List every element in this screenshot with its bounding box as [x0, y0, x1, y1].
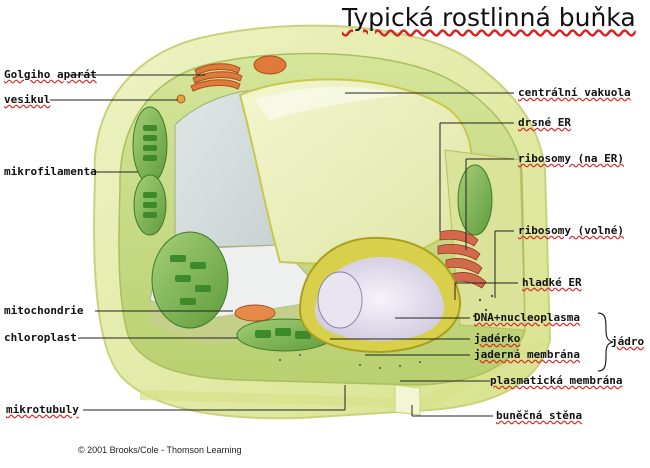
label-jaderna-membrana: jaderná membrána [474, 348, 580, 361]
label-mitochondrie: mitochondrie [4, 304, 84, 317]
right-chloroplast [457, 164, 493, 236]
label-ribosomy-volne: ribosomy (volné) [518, 224, 624, 237]
nucleolus [317, 271, 363, 329]
golgi-apparatus [190, 63, 243, 92]
label-drsne-er: drsné ER [518, 116, 571, 129]
jadro-bracket [597, 312, 614, 372]
diagram-title: Typická rostlinná buňka [342, 3, 636, 32]
cell-wall-front-lip [394, 384, 421, 416]
label-hladke-er: hladké ER [522, 276, 582, 289]
label-jadro: jádro [611, 335, 645, 348]
label-chloroplast: chloroplast [4, 331, 77, 344]
label-dna: DNA+nucleoplasma [474, 311, 580, 324]
label-ribosomy-er: ribosomy (na ER) [518, 152, 624, 165]
vesicle [176, 94, 186, 104]
copyright-notice: © 2001 Brooks/Cole - Thomson Learning [78, 445, 242, 455]
label-mikrotubuly: mikrotubuly [6, 403, 79, 416]
golgi-blob [253, 55, 287, 75]
label-vesikul: vesikul [4, 93, 51, 106]
mitochondrion [234, 304, 276, 322]
label-golgi: Golgiho aparát [4, 68, 97, 81]
label-plasmaticka-membrana: plasmatická membrána [490, 374, 623, 387]
label-centralni-vakuola: centrální vakuola [518, 86, 631, 99]
label-bunecna-stena: buněčná stěna [496, 409, 583, 422]
free-ribosomes [279, 294, 494, 369]
leader-lines [50, 74, 518, 417]
vacuole-highlight [255, 86, 400, 120]
label-jaderko: jadérko [474, 332, 521, 345]
cell-front-face [140, 340, 545, 408]
label-mikrofilamenta: mikrofilamenta [4, 165, 97, 178]
interior-floor-front [150, 300, 335, 345]
rough-er [437, 230, 487, 289]
